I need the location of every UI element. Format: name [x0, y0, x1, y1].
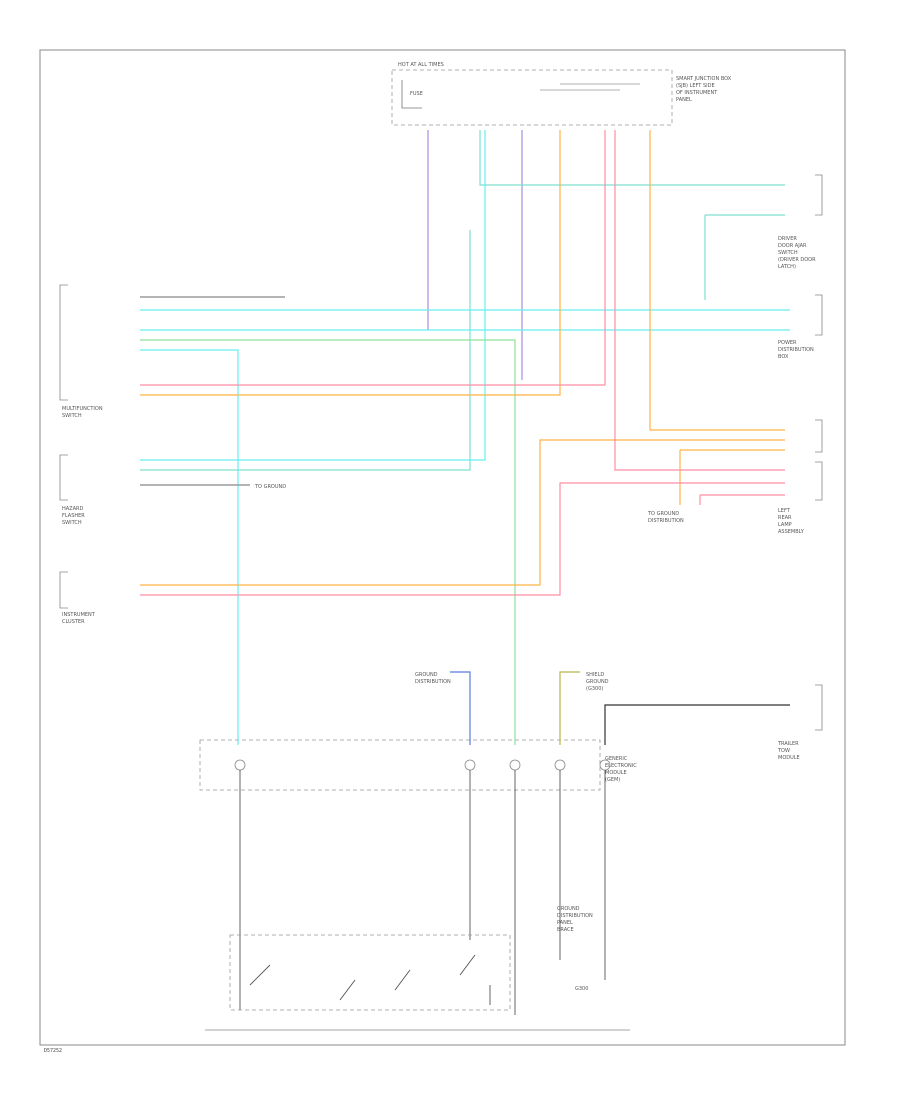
driver-switch-sub2: SWITCH — [778, 250, 798, 256]
shield-label: SHIELD — [586, 672, 604, 678]
rear-lamp-label: LEFT — [778, 508, 791, 514]
hazard-sub2: SWITCH — [62, 520, 82, 526]
instrument-sub: CLUSTER — [62, 619, 85, 625]
gem-pin-3 — [509, 759, 521, 771]
fuse-label: FUSE — [410, 91, 423, 97]
ground-dist-label: GROUND — [415, 672, 438, 678]
ground-label: G300 — [575, 986, 588, 992]
hazard-bracket — [59, 454, 68, 501]
power-sub: DISTRIBUTION — [778, 347, 814, 353]
ground-bottom-sub2: PANEL — [557, 920, 573, 926]
wire-green — [140, 339, 516, 745]
wire-orange-3 — [140, 439, 785, 586]
wire-cyan-4 — [140, 130, 486, 461]
bottom-switches — [249, 954, 491, 1005]
wire-pink-4 — [699, 494, 785, 505]
wires — [140, 130, 790, 745]
sjb-sub: (SJB) LEFT SIDE — [676, 83, 715, 89]
lower-wires — [239, 770, 606, 1015]
rear-lamp-sub2: LAMP — [778, 522, 792, 528]
to-ground-sub: DISTRIBUTION — [648, 518, 684, 524]
switch-1 — [249, 964, 271, 986]
shield-sub2: (G300) — [586, 686, 603, 692]
instrument-label: INSTRUMENT — [62, 612, 96, 618]
wire-orange-1 — [140, 130, 561, 396]
figure-ref-code: D57252 — [44, 1048, 62, 1054]
ground-bottom-sub: DISTRIBUTION — [557, 913, 593, 919]
hazard-sub: FLASHER — [62, 513, 85, 519]
trailer-sub: TOW — [777, 748, 790, 754]
power-label: POWER — [778, 340, 797, 346]
sjb-box — [391, 69, 673, 126]
multifunction-label: MULTIFUNCTION — [62, 406, 103, 412]
wire-pink-2 — [614, 130, 785, 471]
wire-ltgrn-1 — [479, 130, 785, 186]
gem-pin-1 — [234, 759, 246, 771]
wire-blue — [450, 671, 471, 745]
ground-bottom-label: GROUND — [557, 906, 580, 912]
driver-switch-sub3: (DRIVER DOOR — [778, 257, 816, 263]
gem-label: GENERIC — [605, 756, 628, 762]
trailer-label: TRAILER — [777, 741, 799, 747]
gem-pin-2 — [464, 759, 476, 771]
rear-lamp-bracket — [815, 461, 823, 501]
wire-orange-4 — [679, 449, 785, 505]
sjb-sub2: OF INSTRUMENT — [676, 90, 718, 96]
multifunction-sub: SWITCH — [62, 413, 82, 419]
wire-black-1 — [604, 704, 790, 745]
rear-lamp-sub: REAR — [778, 515, 792, 521]
wire-olive — [559, 671, 580, 745]
switch-3 — [394, 969, 411, 991]
driver-switch-sub: DOOR AJAR — [778, 243, 807, 249]
fuse-path — [401, 80, 422, 109]
power-sub2: BOX — [778, 354, 789, 360]
driver-switch-label: DRIVER — [778, 236, 797, 242]
shield-sub: GROUND — [586, 679, 609, 685]
gem-sub: ELECTRONIC — [605, 763, 637, 769]
wire-orange-2 — [649, 130, 785, 431]
wire-cyan-3 — [140, 349, 239, 745]
switch-4 — [459, 954, 476, 976]
switch-2 — [339, 979, 356, 1001]
sjb-sub3: PANEL — [676, 97, 692, 103]
wire-pink-1 — [140, 130, 606, 386]
to-ground-label: TO GROUND — [647, 511, 679, 517]
sjb-label: SMART JUNCTION BOX — [676, 76, 732, 82]
front-lamp-bracket — [815, 419, 823, 453]
wire-pink-3 — [140, 482, 785, 596]
gem-sub3: (GEM) — [605, 777, 620, 783]
hazard-label: HAZARD — [62, 506, 84, 512]
ground-dist-sub: DISTRIBUTION — [415, 679, 451, 685]
ground-bottom-sub3: BRACE — [557, 927, 574, 933]
driver-switch-sub4: LATCH) — [778, 264, 796, 270]
rear-lamp-sub3: ASSEMBLY — [778, 529, 805, 535]
gem-sub2: MODULE — [605, 770, 627, 776]
to-ground-left: TO GROUND — [254, 484, 286, 490]
gem-box — [199, 739, 601, 791]
bottom-switch-box — [229, 934, 511, 1011]
instrument-bracket — [59, 571, 68, 609]
wire-ltgrn-3 — [704, 214, 785, 300]
trailer-bracket — [815, 684, 823, 731]
trailer-sub2: MODULE — [778, 755, 800, 761]
gem-pin-4 — [554, 759, 566, 771]
driver-switch-bracket — [815, 174, 823, 216]
diagram-frame — [39, 49, 846, 1046]
power-bracket — [815, 294, 823, 336]
multifunction-bracket — [59, 284, 68, 401]
gem-pins — [234, 759, 611, 771]
hot-label: HOT AT ALL TIMES — [398, 62, 444, 68]
